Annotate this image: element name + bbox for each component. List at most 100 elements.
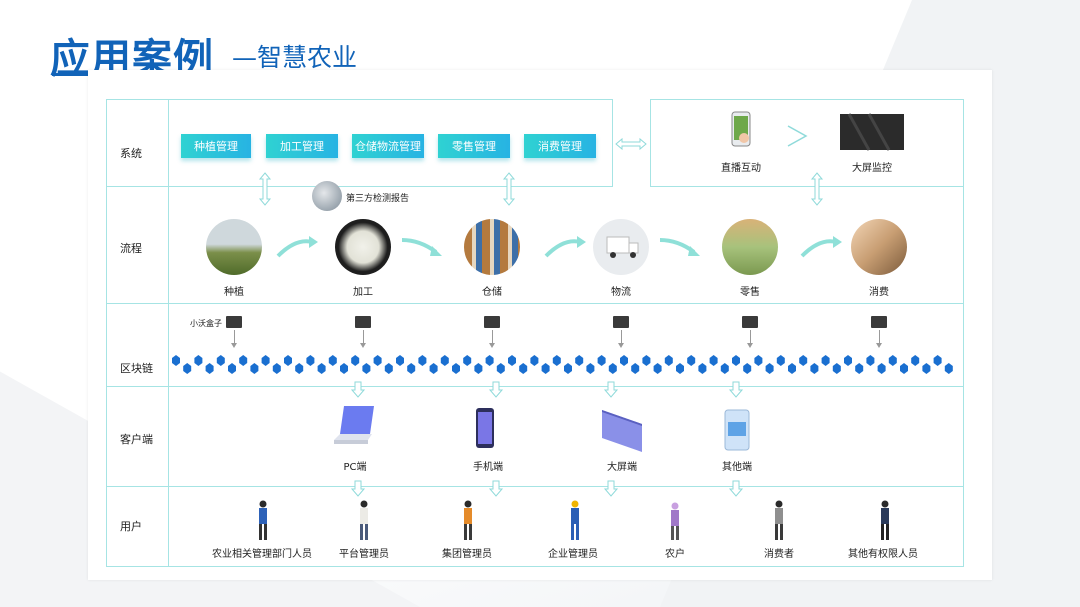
process-label-logistics: 物流 (611, 287, 631, 298)
row-label-client: 客户端 (120, 433, 153, 446)
flow-arrow-icon (401, 238, 442, 256)
system-button-planting[interactable]: 种植管理 (181, 134, 251, 158)
block-cube (687, 355, 696, 366)
block-cube (564, 363, 572, 374)
block-cube (384, 363, 393, 374)
block-cube (205, 363, 214, 374)
block-cube (519, 363, 528, 374)
block-cube (810, 363, 819, 374)
block-cube (911, 355, 920, 366)
row-divider-1 (106, 186, 964, 187)
tablet-icon (724, 409, 750, 451)
system-button-processing[interactable]: 加工管理 (266, 134, 338, 158)
block-cube (765, 363, 774, 374)
row-divider-3 (106, 386, 964, 387)
block-cube (183, 363, 192, 374)
user-person-icon (571, 500, 579, 540)
down-arrow-icon (489, 330, 495, 348)
system-button-warehouse-logistics[interactable]: 仓储物流管理 (352, 134, 424, 158)
flow-arrow-icon (659, 238, 700, 256)
user-person-icon (671, 502, 679, 540)
row-label-user: 用户 (120, 520, 142, 533)
system-button-retail[interactable]: 零售管理 (438, 134, 510, 158)
down-arrow-icon (729, 480, 743, 497)
block-cube (664, 355, 673, 366)
block-cube (239, 355, 248, 366)
block-cube (508, 355, 516, 366)
iot-box (484, 316, 500, 328)
block-cube (463, 355, 472, 366)
user-person-icon (775, 500, 783, 540)
block-cube (172, 355, 180, 366)
block-cube (933, 355, 942, 366)
block-cube (709, 355, 718, 366)
process-image-logistics (593, 219, 649, 275)
down-arrow-icon (747, 330, 753, 348)
block-cube (597, 355, 606, 366)
system-screen-label: 大屏监控 (852, 163, 892, 174)
third-party-report-label: 第三方检测报告 (346, 194, 410, 204)
block-cube (698, 363, 707, 374)
iot-box (742, 316, 758, 328)
process-label-consumption: 消费 (869, 287, 889, 298)
block-cube (261, 355, 270, 366)
down-arrow-icon (604, 381, 618, 398)
down-arrow-icon (231, 330, 237, 348)
block-cube (575, 355, 584, 366)
block-cube (429, 363, 438, 374)
iot-box (355, 316, 371, 328)
process-image-retail (722, 219, 778, 275)
block-cube (272, 363, 281, 374)
block-cube (284, 355, 292, 366)
phone-live-icon (731, 111, 751, 147)
vertical-arrow-icon (502, 172, 516, 206)
block-cube (317, 363, 326, 374)
block-cube (832, 363, 841, 374)
client-label-mobile: 手机端 (473, 462, 503, 473)
system-right-edge (650, 99, 651, 187)
down-arrow-icon (489, 381, 503, 398)
label-column-divider (168, 99, 169, 567)
blockchain-strip (172, 355, 953, 374)
user-label: 集团管理员 (442, 549, 492, 560)
block-cube (754, 355, 763, 366)
diagram-frame (106, 99, 964, 567)
block-cube (866, 355, 875, 366)
block-cube (351, 355, 360, 366)
flow-arrow-icon (276, 236, 318, 258)
iot-box (613, 316, 629, 328)
block-cube (608, 363, 617, 374)
user-person-icon (464, 500, 472, 540)
client-label-pc: PC端 (343, 462, 367, 473)
down-arrow-icon (618, 330, 624, 348)
block-cube (407, 363, 416, 374)
smartphone-icon (476, 408, 494, 448)
block-cube (944, 363, 953, 374)
process-image-consumption (851, 219, 907, 275)
block-cube (452, 363, 460, 374)
process-image-planting (206, 219, 262, 275)
block-cube (396, 355, 404, 366)
system-live-label: 直播互动 (721, 163, 761, 174)
row-divider-2 (106, 303, 964, 304)
down-arrow-icon (876, 330, 882, 348)
block-cube (642, 355, 651, 366)
system-gap (612, 99, 650, 187)
block-cube (541, 363, 550, 374)
page-subtitle: —智慧农业 (232, 43, 358, 72)
block-cube (250, 363, 259, 374)
user-person-icon (360, 500, 368, 540)
block-cube (496, 363, 505, 374)
block-cube (373, 355, 382, 366)
block-cube (552, 355, 561, 366)
system-button-consumption[interactable]: 消费管理 (524, 134, 596, 158)
block-cube (306, 355, 315, 366)
client-label-other: 其他端 (722, 462, 752, 473)
block-cube (788, 363, 796, 374)
block-cube (743, 363, 752, 374)
down-arrow-icon (489, 480, 503, 497)
row-label-blockchain: 区块链 (120, 362, 153, 375)
block-cube (855, 363, 864, 374)
user-label: 其他有权限人员 (848, 549, 918, 560)
laptop-icon (334, 406, 374, 444)
